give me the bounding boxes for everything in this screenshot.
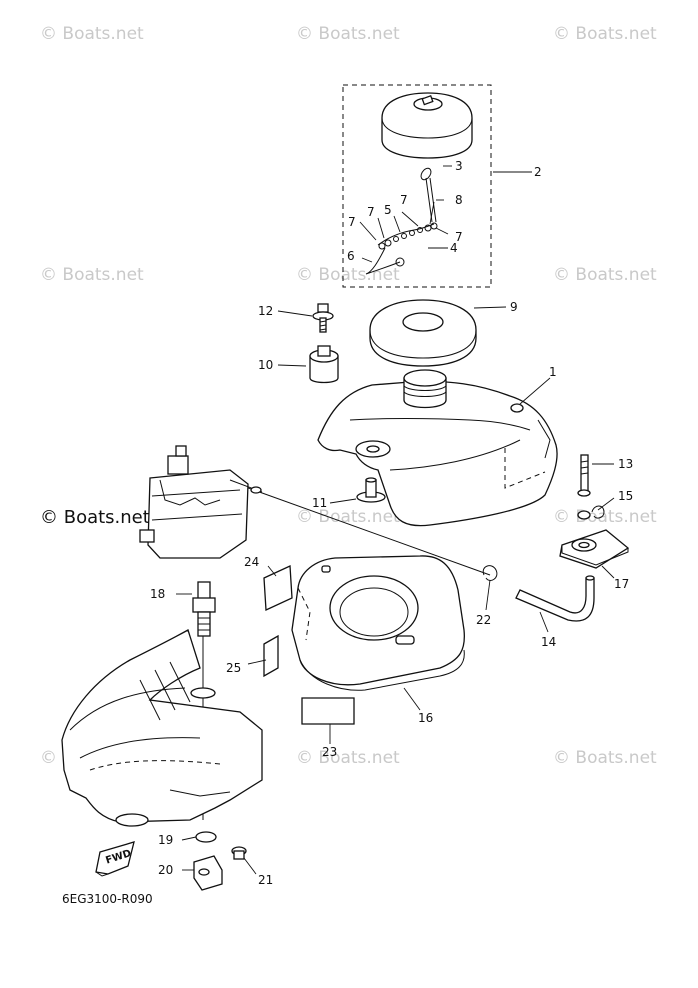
callout-22: 22 — [476, 613, 491, 627]
watermark: © Boats.net — [553, 748, 657, 768]
callout-6: 6 — [347, 249, 355, 263]
watermark: © Boats.net — [40, 24, 144, 44]
callout-23: 23 — [322, 745, 337, 759]
callout-7: 7 — [455, 230, 463, 244]
carburetor — [139, 445, 263, 559]
callout-21: 21 — [258, 873, 273, 887]
watermark: © Boats.net — [40, 265, 144, 285]
watermark: © Boats.net — [296, 265, 400, 285]
callout-7: 7 — [400, 193, 408, 207]
callout-20: 20 — [158, 863, 173, 877]
callout-1: 1 — [549, 365, 557, 379]
watermark: © Boats.net — [553, 265, 657, 285]
callout-8: 8 — [455, 193, 463, 207]
o-ring — [195, 831, 217, 843]
cap-assembly-box — [342, 84, 492, 288]
fuel-bracket — [559, 529, 630, 569]
callout-14: 14 — [541, 635, 556, 649]
callout-11: 11 — [312, 496, 327, 510]
callout-16: 16 — [418, 711, 433, 725]
mount-damper — [309, 345, 339, 384]
callout-5: 5 — [384, 203, 392, 217]
callout-7: 7 — [367, 205, 375, 219]
callout-13: 13 — [618, 457, 633, 471]
callout-7: 7 — [348, 215, 356, 229]
fuel-tank — [317, 369, 558, 527]
label-23 — [301, 697, 355, 725]
diagram-code: 6EG3100-R090 — [62, 892, 153, 906]
fwd-arrow: FWD — [95, 841, 135, 877]
callout-4: 4 — [450, 241, 458, 255]
callout-2: 2 — [534, 165, 542, 179]
tank-pin — [356, 477, 386, 503]
callout-18: 18 — [150, 587, 165, 601]
watermark-main: © Boats.net — [40, 507, 150, 528]
label-25 — [263, 634, 279, 678]
joint-block — [193, 855, 223, 891]
cap-strap — [365, 167, 438, 275]
screw — [231, 846, 247, 860]
callout-9: 9 — [510, 300, 518, 314]
callout-25: 25 — [226, 661, 241, 675]
bracket-bolt — [577, 454, 591, 520]
cap-gasket — [369, 299, 477, 367]
callout-19: 19 — [158, 833, 173, 847]
hose-clamp — [482, 565, 498, 581]
callout-15: 15 — [618, 489, 633, 503]
watermark: © Boats.net — [553, 24, 657, 44]
callout-3: 3 — [455, 159, 463, 173]
callout-12: 12 — [258, 304, 273, 318]
hose-clip — [591, 505, 605, 519]
bottom-cover — [291, 555, 466, 691]
watermark: © Boats.net — [296, 507, 400, 527]
grommet-screw — [312, 303, 334, 333]
watermark: © Boats.net — [296, 24, 400, 44]
watermark: © Boats.net — [296, 748, 400, 768]
fuel-hose — [239, 484, 595, 622]
callout-10: 10 — [258, 358, 273, 372]
lower-casing — [61, 629, 263, 827]
label-24 — [263, 565, 293, 611]
callout-17: 17 — [614, 577, 629, 591]
callout-24: 24 — [244, 555, 259, 569]
fuel-cap — [381, 92, 473, 159]
